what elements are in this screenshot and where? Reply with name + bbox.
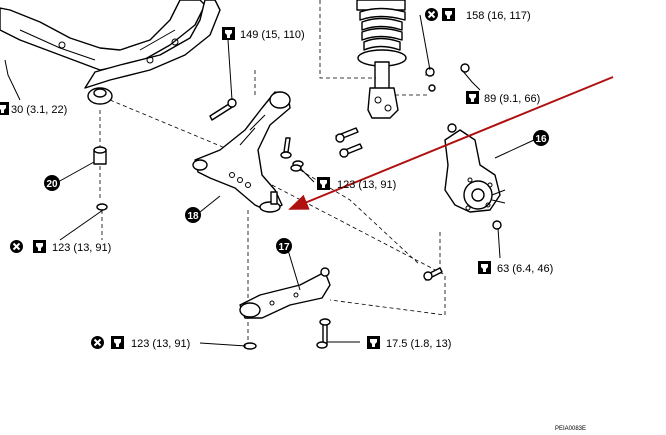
torque-label: 149 (15, 110) <box>240 29 305 41</box>
torque-wrench-icon <box>222 27 235 40</box>
leader-lines <box>4 14 535 347</box>
fasteners <box>93 63 502 350</box>
torque-label: 89 (9.1, 66) <box>484 93 540 105</box>
torque-callout-63: 63 (6.4, 46) <box>478 261 553 275</box>
torque-wrench-icon <box>111 336 124 349</box>
torque-label: 123 (13, 91) <box>52 242 111 254</box>
part-number-label: 17 <box>278 242 290 253</box>
torque-label: 30 (3.1, 22) <box>11 104 67 116</box>
torque-label: 158 (16, 117) <box>466 10 531 22</box>
torque-label: 123 (13, 91) <box>337 179 396 191</box>
front-suspension-member <box>0 0 221 105</box>
part-number-17: 17 <box>276 238 292 254</box>
torque-label: 63 (6.4, 46) <box>497 263 553 275</box>
torque-callout-123-upper: 123 (13, 91) <box>317 177 396 191</box>
torque-wrench-icon <box>478 261 491 274</box>
torque-label: 123 (13, 91) <box>131 338 190 350</box>
part-number-18: 18 <box>185 207 201 223</box>
do-not-reuse-icon <box>90 335 105 350</box>
torque-callout-123-lower: 123 (13, 91) <box>90 335 190 350</box>
figure-code: PEIA0083E <box>555 426 586 432</box>
torque-callout-30: 30 (3.1, 22) <box>0 102 67 116</box>
torque-callout-123-left: 123 (13, 91) <box>9 239 111 254</box>
torque-wrench-icon <box>317 177 330 190</box>
transverse-link <box>192 91 291 213</box>
torque-wrench-icon <box>442 8 455 21</box>
torque-callout-89: 89 (9.1, 66) <box>466 91 540 105</box>
torque-label: 17.5 (1.8, 13) <box>386 338 451 350</box>
part-number-label: 16 <box>535 134 547 145</box>
torque-callout-149: 149 (15, 110) <box>222 27 305 41</box>
torque-wrench-icon <box>33 240 46 253</box>
torque-wrench-icon <box>466 91 479 104</box>
part-number-20: 20 <box>44 175 60 191</box>
highlight-arrow <box>288 76 614 210</box>
torque-wrench-icon <box>0 102 9 115</box>
strut-assembly <box>356 0 407 119</box>
part-number-16: 16 <box>533 130 549 146</box>
part-number-label: 20 <box>46 179 58 190</box>
part-number-label: 18 <box>187 211 199 222</box>
torque-callout-17-5: 17.5 (1.8, 13) <box>367 336 451 350</box>
compression-rod <box>239 267 331 319</box>
torque-wrench-icon <box>367 336 380 349</box>
do-not-reuse-icon <box>9 239 24 254</box>
steering-knuckle <box>444 129 506 213</box>
torque-callout-158: 158 (16, 117) <box>424 7 531 22</box>
do-not-reuse-icon <box>424 7 439 22</box>
